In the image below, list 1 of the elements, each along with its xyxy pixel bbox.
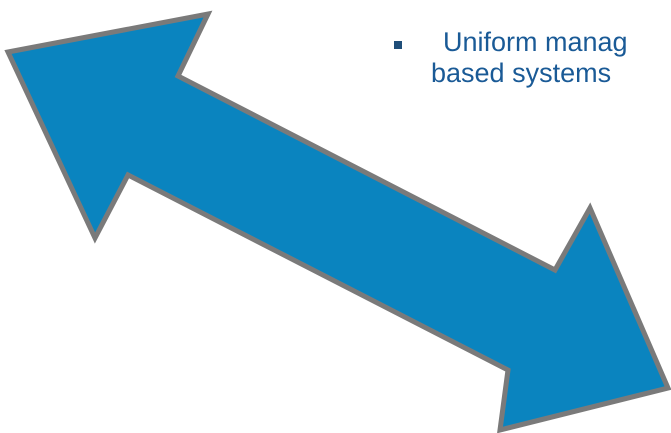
bullet-text: Uniform manag based systems — [431, 27, 629, 89]
